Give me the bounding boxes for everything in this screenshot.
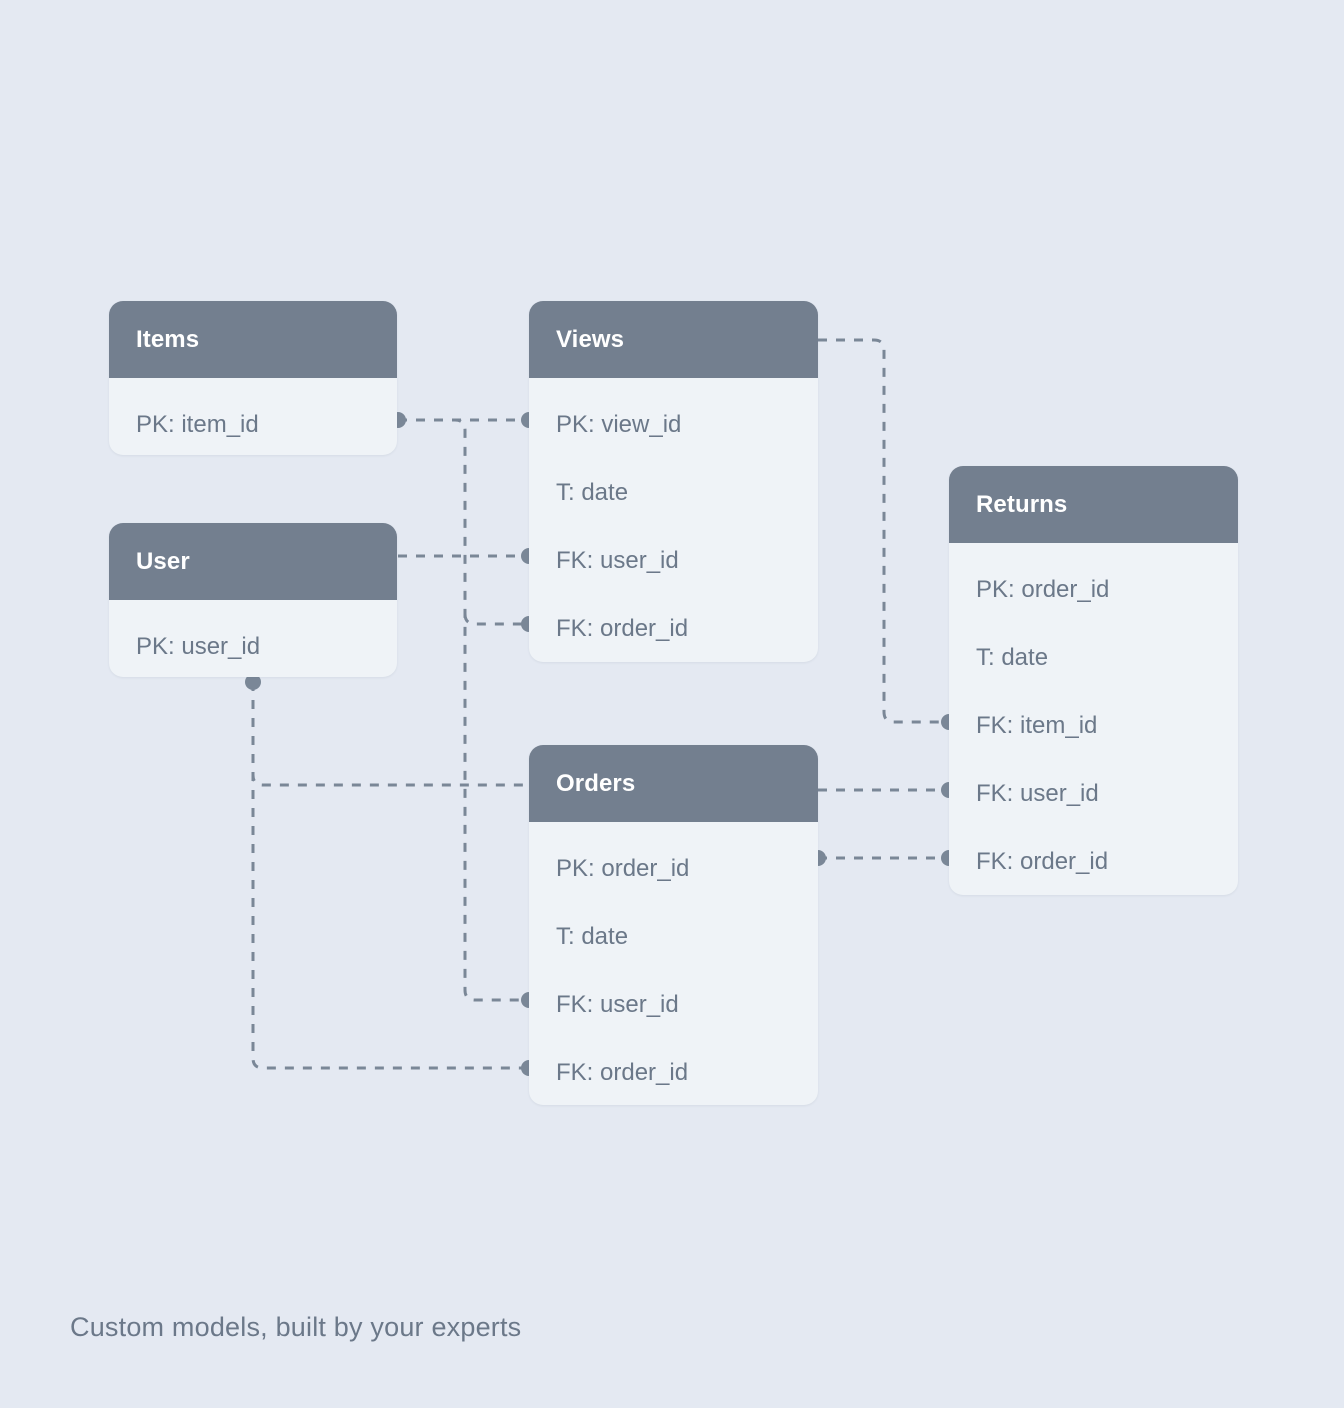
diagram-caption: Custom models, built by your experts (70, 1312, 522, 1342)
field-row[interactable]: FK: user_id (556, 991, 679, 1018)
entity-body-items: PK: item_id (109, 378, 397, 455)
field-row[interactable]: FK: order_id (556, 1059, 689, 1086)
entity-header-returns: Returns (949, 466, 1238, 543)
field-row[interactable]: FK: order_id (556, 615, 689, 642)
field-row[interactable]: PK: view_id (556, 411, 682, 438)
entity-title-user: User (136, 547, 190, 575)
field-row[interactable]: T: date (556, 923, 629, 950)
entity-title-orders: Orders (556, 769, 636, 797)
entity-header-orders: Orders (529, 745, 818, 822)
entity-title-returns: Returns (976, 490, 1068, 518)
edge-user-to-orders-order-fk (251, 682, 529, 1070)
field-row[interactable]: PK: user_id (136, 633, 261, 660)
entity-header-user: User (109, 523, 397, 600)
entity-card-items[interactable]: Items PK: item_id (109, 301, 397, 455)
field-row[interactable]: T: date (556, 479, 629, 506)
entity-title-views: Views (556, 325, 625, 353)
edge-branch-to-views-order-fk (463, 613, 529, 626)
field-row[interactable]: PK: order_id (976, 576, 1110, 603)
entity-body-orders: PK: order_id T: date FK: user_id FK: ord… (529, 822, 818, 1105)
edge-items-pk-to-orders-user-fk (398, 418, 529, 1002)
entity-card-user[interactable]: User PK: user_id (109, 523, 397, 677)
entity-card-orders[interactable]: Orders PK: order_id T: date FK: user_id … (529, 745, 818, 1105)
field-row[interactable]: PK: order_id (556, 855, 690, 882)
field-row[interactable]: FK: item_id (976, 712, 1098, 739)
entity-body-views: PK: view_id T: date FK: user_id FK: orde… (529, 378, 818, 662)
entity-body-user: PK: user_id (109, 600, 397, 677)
entity-header-views: Views (529, 301, 818, 378)
entity-title-items: Items (136, 325, 200, 353)
entity-card-returns[interactable]: Returns PK: order_id T: date FK: item_id… (949, 466, 1238, 895)
field-row[interactable]: PK: item_id (136, 411, 259, 438)
field-row[interactable]: FK: user_id (556, 547, 679, 574)
entity-card-views[interactable]: Views PK: view_id T: date FK: user_id FK… (529, 301, 818, 662)
entity-header-items: Items (109, 301, 397, 378)
field-row[interactable]: T: date (976, 644, 1049, 671)
entity-body-returns: PK: order_id T: date FK: item_id FK: use… (949, 543, 1238, 895)
edge-user-to-orders-header (251, 682, 529, 787)
field-row[interactable]: FK: user_id (976, 780, 1099, 807)
field-row[interactable]: FK: order_id (976, 848, 1109, 875)
edge-views-to-returns-item-fk (818, 338, 949, 724)
